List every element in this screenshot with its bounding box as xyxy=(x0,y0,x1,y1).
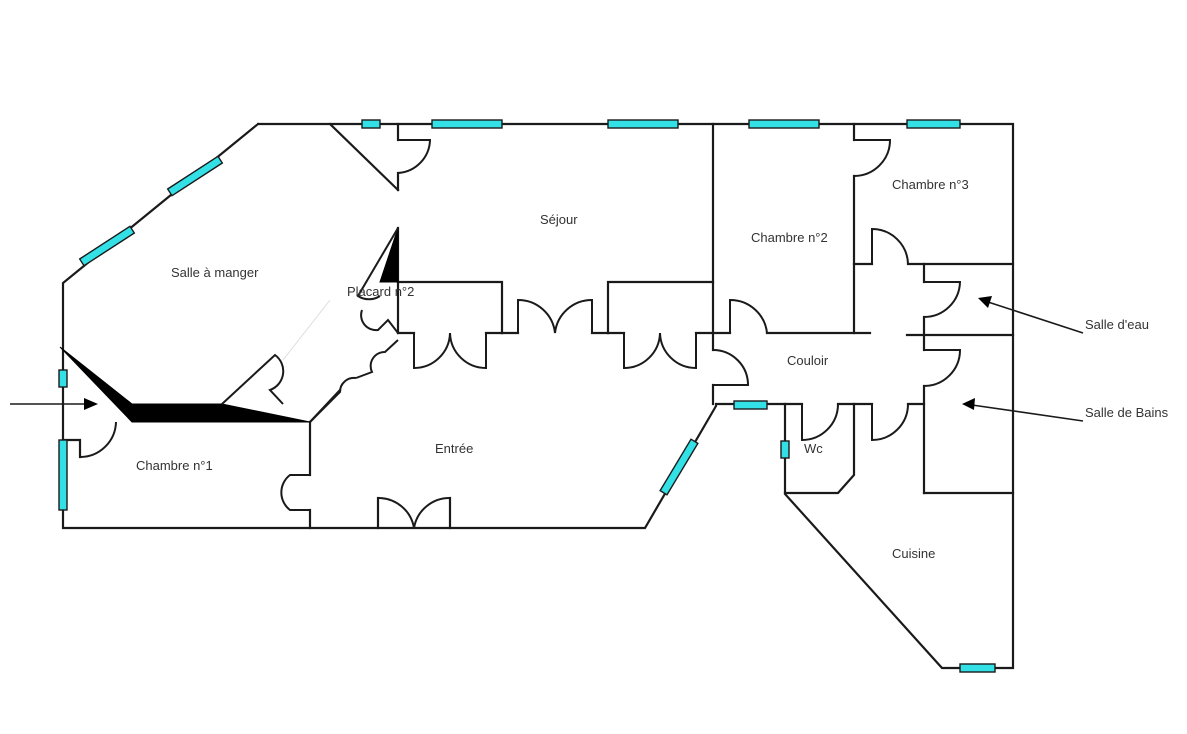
door-salle-de-bains xyxy=(923,349,962,387)
label-chambre-2: Chambre n°2 xyxy=(751,230,828,245)
window xyxy=(959,663,996,673)
door-wc xyxy=(801,403,839,442)
window xyxy=(748,119,820,129)
door-closet-top xyxy=(397,139,432,174)
door-storage-right xyxy=(623,332,697,370)
doors xyxy=(79,139,962,529)
room-labels: Salle à manger Séjour Placard n°2 Chambr… xyxy=(136,177,1169,561)
annotation-arrows xyxy=(10,296,1084,422)
outer-walls xyxy=(61,122,1015,670)
window xyxy=(431,119,503,129)
door-placard-1 xyxy=(356,227,399,301)
entrance-arrow-icon xyxy=(84,398,98,410)
arrow-salle-de-bains-icon xyxy=(962,398,975,410)
label-salle-d-eau: Salle d'eau xyxy=(1085,317,1149,332)
door-entree-double xyxy=(377,496,451,529)
window xyxy=(166,155,224,197)
label-sejour: Séjour xyxy=(540,212,578,227)
window xyxy=(906,119,961,129)
label-entree: Entrée xyxy=(435,441,473,456)
window xyxy=(733,400,768,410)
label-cuisine: Cuisine xyxy=(892,546,935,561)
door-cuisine xyxy=(871,403,909,442)
windows xyxy=(58,119,996,673)
door-salle-d-eau xyxy=(923,281,962,318)
door-chambre-3-bottom xyxy=(871,227,909,265)
label-placard-2: Placard n°2 xyxy=(347,284,414,299)
window xyxy=(58,369,68,388)
label-chambre-3: Chambre n°3 xyxy=(892,177,969,192)
door-chambre-3 xyxy=(853,139,892,177)
door-couloir-left xyxy=(712,349,750,386)
label-chambre-1: Chambre n°1 xyxy=(136,458,213,473)
label-salle-a-manger: Salle à manger xyxy=(171,265,259,280)
door-sejour-double xyxy=(517,298,593,334)
interior-walls xyxy=(61,122,1015,530)
window xyxy=(780,440,790,459)
door-entrance xyxy=(79,421,117,458)
arrow-salle-d-eau-icon xyxy=(978,296,992,308)
window xyxy=(659,438,699,496)
label-salle-de-bains: Salle de Bains xyxy=(1085,405,1169,420)
door-salle-a-manger xyxy=(221,353,285,405)
label-wc: Wc xyxy=(804,441,823,456)
label-couloir: Couloir xyxy=(787,353,829,368)
solid-wall-wedges xyxy=(59,227,399,423)
window xyxy=(78,225,136,267)
window xyxy=(58,439,68,511)
door-storage-left xyxy=(413,332,487,370)
door-chambre-2 xyxy=(729,298,768,334)
window xyxy=(607,119,679,129)
door-chambre-1 xyxy=(280,474,310,511)
window xyxy=(361,119,381,129)
